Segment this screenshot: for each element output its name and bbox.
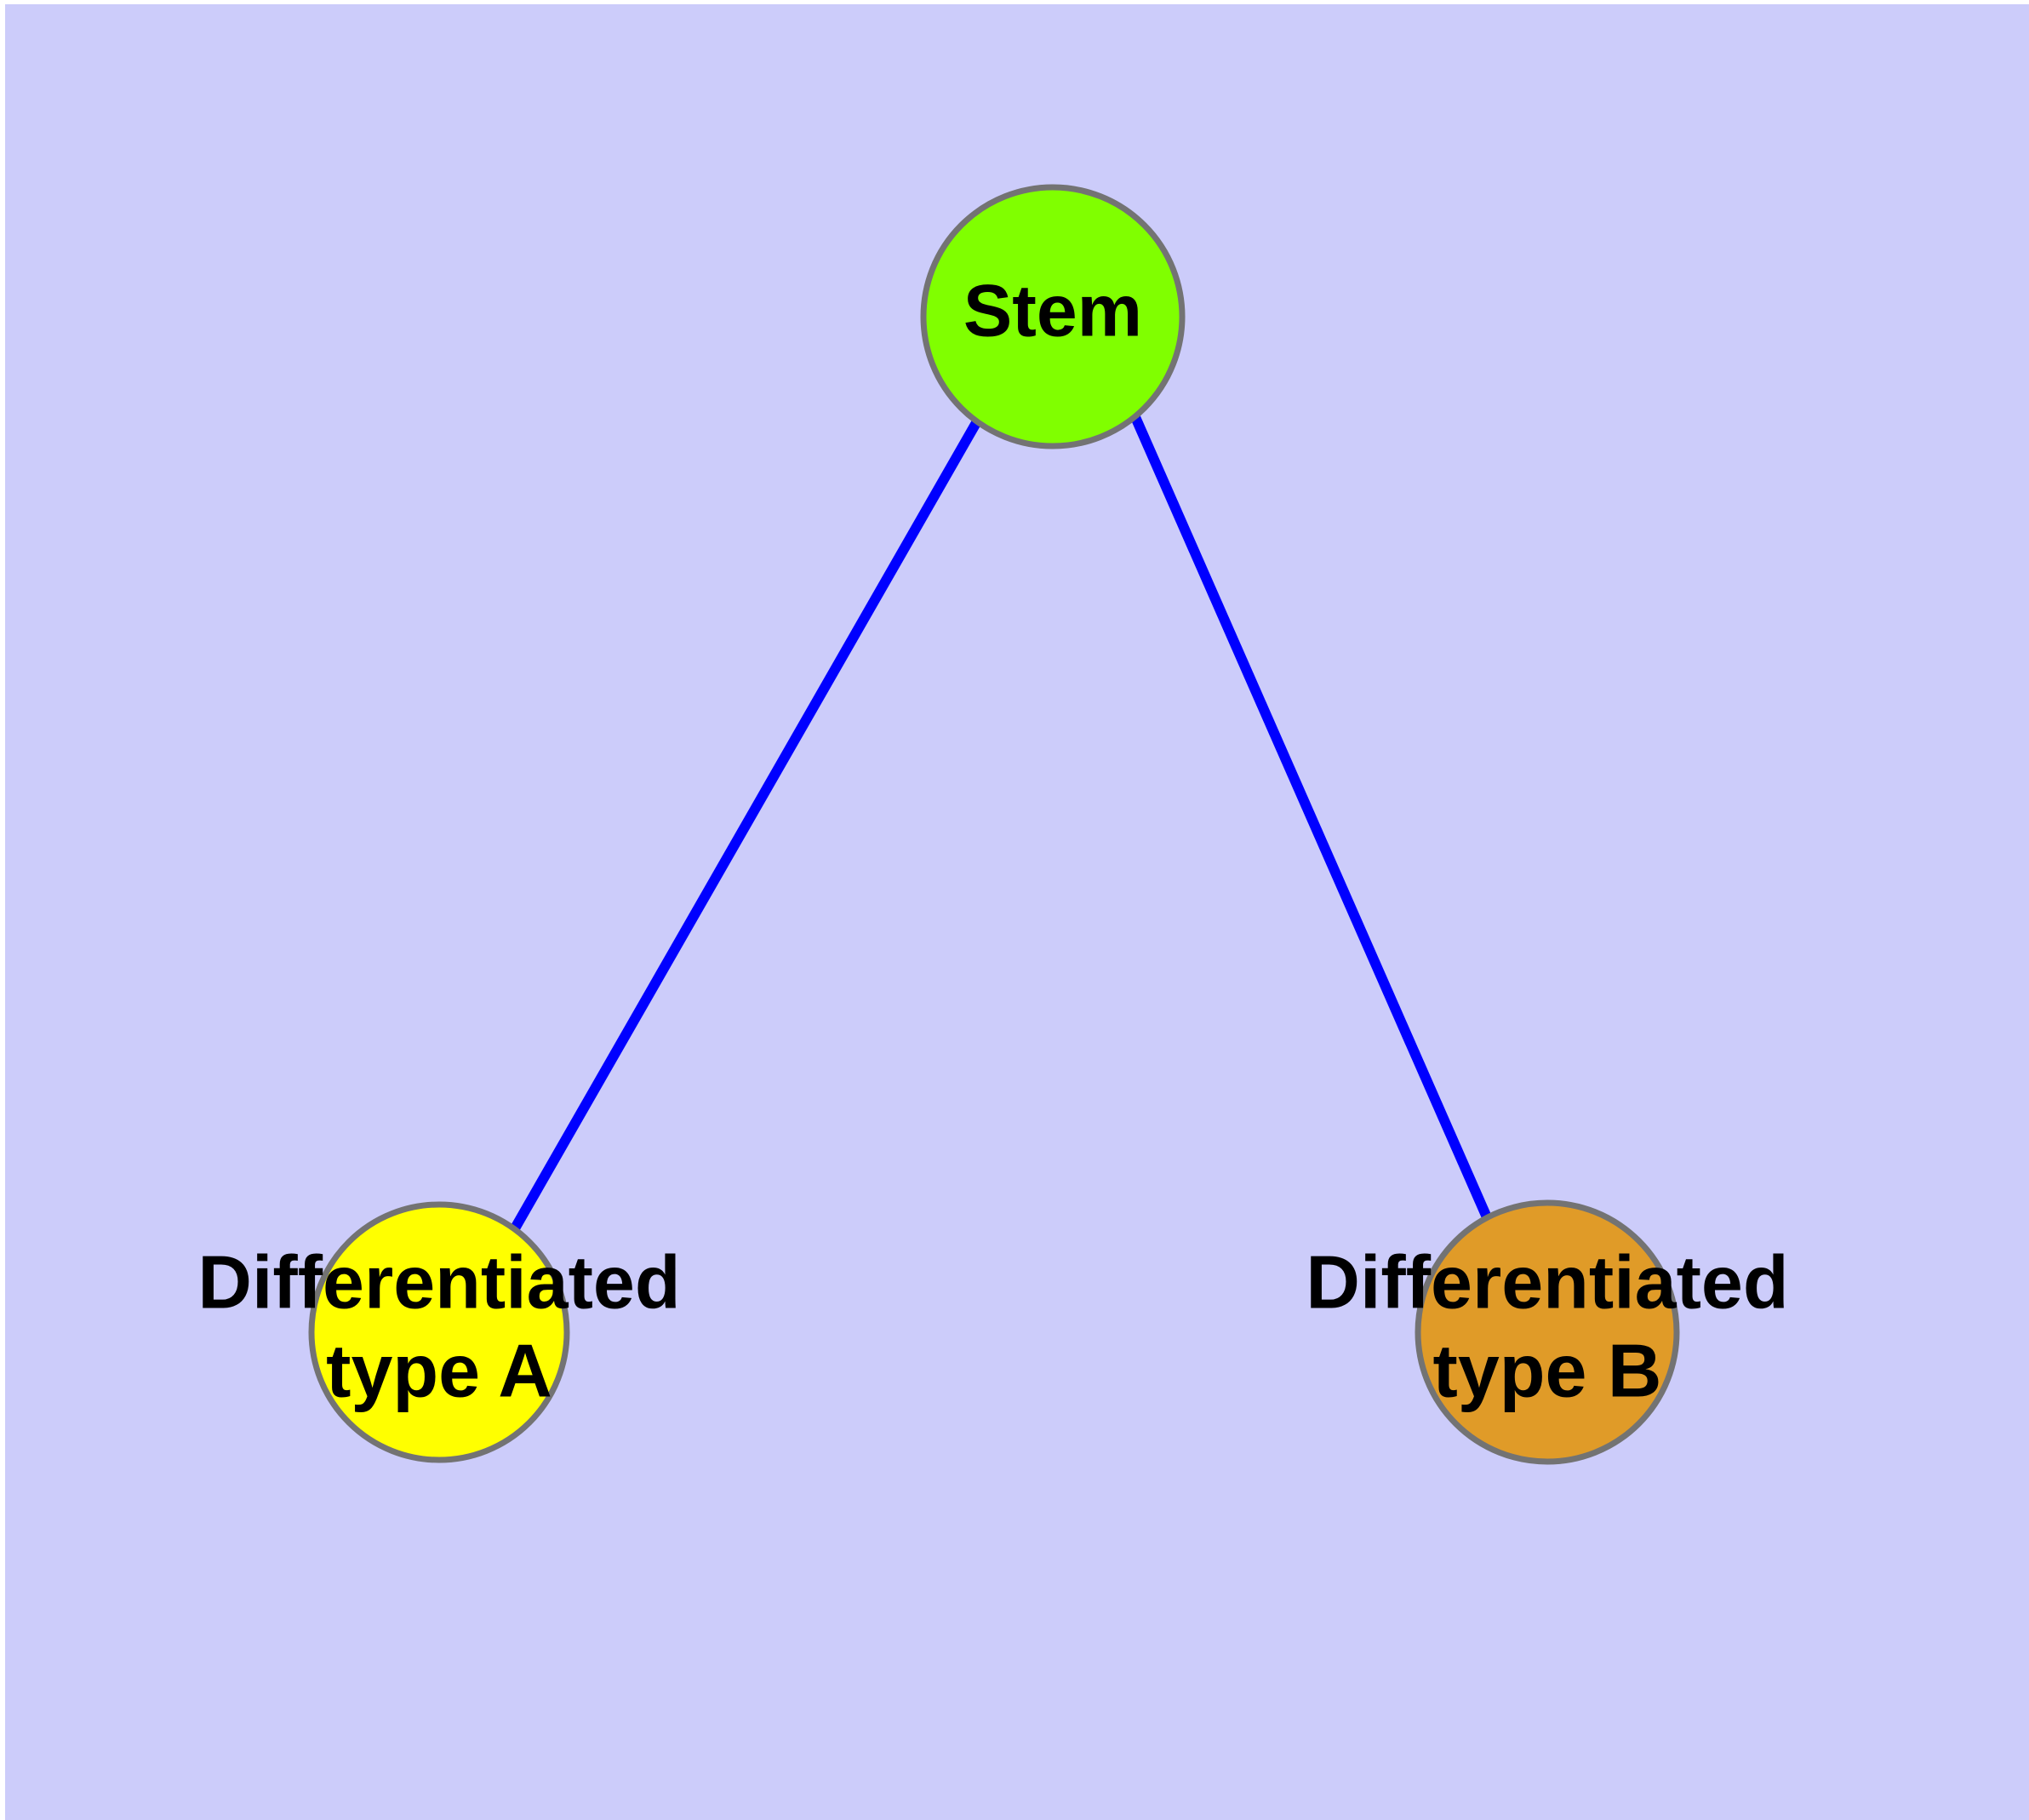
node-stem[interactable]: Stem bbox=[920, 184, 1186, 449]
edge-stem-to-differentiated-type-a[interactable] bbox=[510, 419, 982, 1231]
node-circle-stem[interactable] bbox=[920, 184, 1186, 449]
node-label-stem: Stem bbox=[963, 271, 1142, 352]
node-circle-differentiated-type-a[interactable] bbox=[308, 1201, 570, 1463]
edge-group bbox=[510, 415, 1492, 1231]
node-label-differentiated-type-a-line2: type A bbox=[326, 1328, 552, 1412]
node-differentiated-type-b[interactable] bbox=[1415, 1199, 1680, 1465]
edge-stem-to-differentiated-type-b[interactable] bbox=[1130, 415, 1492, 1220]
node-differentiated-type-a[interactable] bbox=[308, 1201, 570, 1463]
node-circle-differentiated-type-b[interactable] bbox=[1415, 1199, 1680, 1465]
node-label-differentiated-type-a-line1: Differentiated bbox=[197, 1239, 680, 1324]
node-label-differentiated-type-b-line2: type B bbox=[1433, 1328, 1662, 1412]
label-group-differentiated-type-a: Differentiated type A bbox=[197, 1239, 680, 1412]
node-label-differentiated-type-b-line1: Differentiated bbox=[1306, 1239, 1788, 1324]
label-group-differentiated-type-b: Differentiated type B bbox=[1306, 1239, 1788, 1412]
